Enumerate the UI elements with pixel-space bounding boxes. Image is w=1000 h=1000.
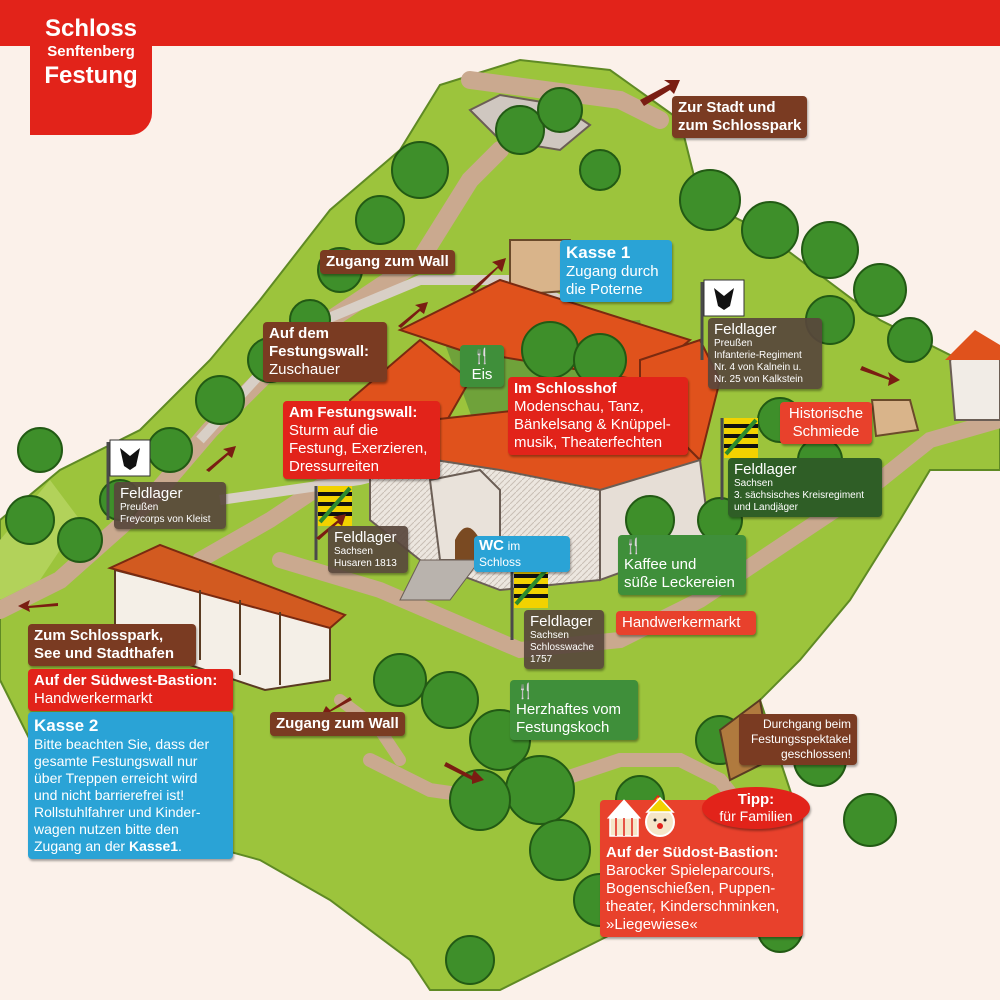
label-suedwest-bastion: Auf der Südwest-Bastion: Handwerkermarkt [28, 669, 233, 711]
fork-plate-knife-icon: 🍴 [624, 537, 643, 555]
fork-plate-knife-icon: 🍴 [516, 682, 535, 700]
label-feldlager-sachsen-kreis: Feldlager Sachsen 3. sächsisches Kreisre… [728, 458, 882, 517]
label-herzhaftes: 🍴 Herzhaftes vom Festungskoch [510, 680, 638, 740]
label-zum-schlosspark: Zum Schlosspark, See und Stadthafen [28, 624, 196, 666]
label-feldlager-sachsen-schlosswache: Feldlager Sachsen Schlosswache 1757 [524, 610, 604, 669]
label-zugang-wall-bottom: Zugang zum Wall [270, 712, 405, 736]
title-line-1: Schloss [44, 15, 138, 42]
fork-plate-knife-icon: 🍴 [472, 347, 492, 365]
label-wc: WC im Schloss [474, 536, 570, 572]
label-historische-schmiede: Historische Schmiede [780, 402, 872, 444]
label-zur-stadt: Zur Stadt und zum Schlosspark [672, 96, 808, 138]
label-eis: 🍴 Eis [460, 345, 504, 387]
label-feldlager-preussen-kalnein: Feldlager Preußen Infanterie-Regiment Nr… [708, 318, 822, 389]
title-line-3: Festung [44, 62, 138, 89]
label-festungswall-zuschauer: Auf dem Festungswall: Zuschauer [263, 322, 387, 382]
label-kasse-1: Kasse 1 Zugang durch die Poterne [560, 240, 672, 302]
label-kasse-2: Kasse 2 Bitte beachten Sie, dass der ges… [28, 712, 233, 859]
flag-saxony-bottom [510, 568, 548, 640]
label-zugang-wall-top: Zugang zum Wall [320, 250, 455, 274]
flag-saxony-left [314, 486, 352, 560]
label-durchgang: Durchgang beim Festungsspektakel geschlo… [739, 714, 857, 765]
title-line-2: Senftenberg [47, 43, 135, 60]
label-feldlager-sachsen-husaren: Feldlager Sachsen Husaren 1813 [328, 526, 408, 573]
carousel-icon [606, 799, 642, 837]
label-feldlager-preussen-kleist: Feldlager Preußen Freycorps von Kleist [114, 482, 226, 529]
top-bar [0, 0, 1000, 46]
flag-prussia-top [700, 279, 745, 360]
flag-saxony-right [720, 418, 758, 500]
label-am-festungswall: Am Festungswall: Sturm auf die Festung, … [283, 401, 440, 479]
flag-prussia-left [106, 439, 151, 520]
tipp-badge: Tipp: für Familien [702, 787, 810, 829]
label-kaffee: 🍴 Kaffee und süße Leckereien [618, 535, 746, 595]
clown-icon [645, 796, 675, 837]
title-badge: Schloss Senftenberg Festung [30, 0, 152, 135]
label-handwerkermarkt-right: Handwerkermarkt [616, 611, 756, 635]
label-schlosshof: Im Schlosshof Modenschau, Tanz, Bänkelsa… [508, 377, 688, 455]
family-icons [606, 796, 675, 837]
